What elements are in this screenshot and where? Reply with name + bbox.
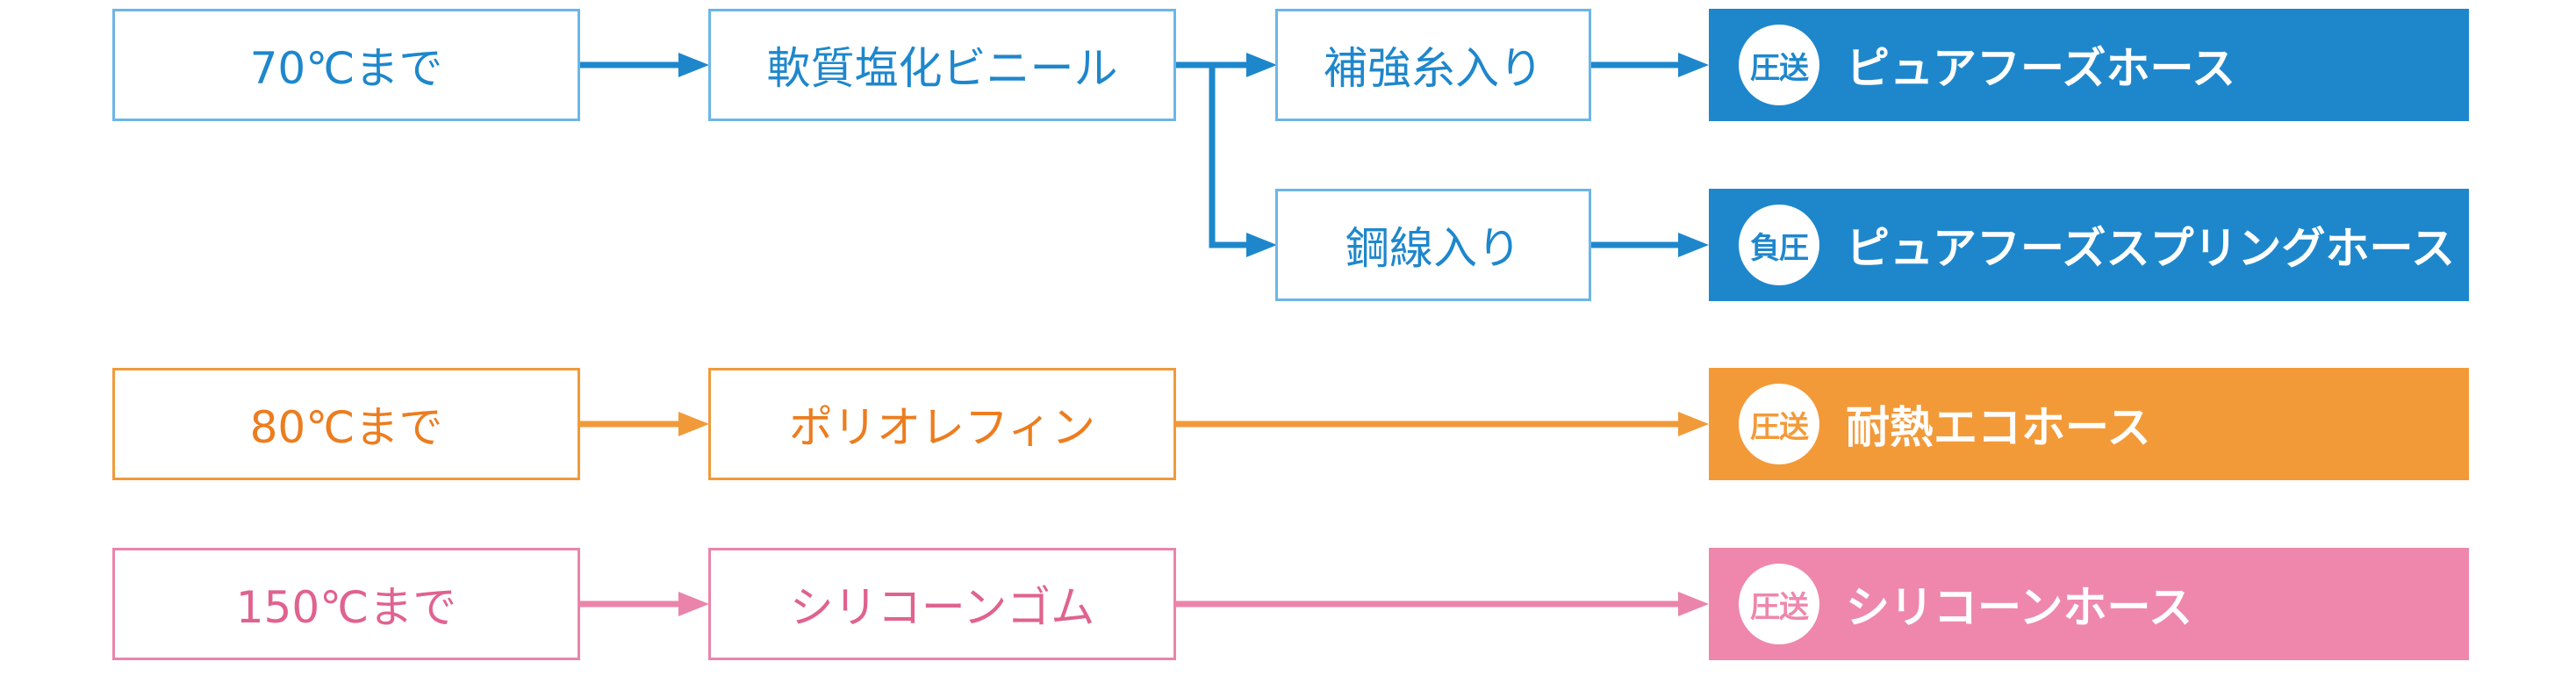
- material-label: シリコーンゴム: [789, 582, 1095, 633]
- pressure-badge: 負圧: [1739, 205, 1819, 285]
- temperature-box: 70℃まで: [112, 9, 580, 121]
- arrow-material-to-product-orange: [1176, 412, 1709, 436]
- temperature-label: 70℃まで: [249, 43, 443, 94]
- product-name: シリコーンホース: [1846, 582, 2192, 633]
- arrow-branch-top-to-product: [1591, 53, 1709, 77]
- product-box: 圧送 シリコーンホース: [1709, 548, 2469, 660]
- product-name: 耐熱エコホース: [1846, 402, 2151, 453]
- temperature-box: 80℃まで: [112, 368, 580, 480]
- material-box: シリコーンゴム: [708, 548, 1176, 660]
- temperature-label: 80℃まで: [249, 402, 443, 453]
- arrow-temp-to-material-orange: [580, 412, 709, 436]
- material-box: ポリオレフィン: [708, 368, 1176, 480]
- temperature-label: 150℃まで: [235, 582, 457, 633]
- arrow-temp-to-material-pink: [580, 592, 709, 616]
- pressure-badge: 圧送: [1739, 564, 1819, 644]
- arrow-branch-bottom-to-product: [1591, 233, 1709, 257]
- reinforcement-label: 補強糸入り: [1324, 43, 1543, 94]
- product-name: ピュアフーズホース: [1846, 43, 2235, 94]
- product-name: ピュアフーズスプリングホース: [1846, 223, 2455, 274]
- product-box: 負圧 ピュアフーズスプリングホース: [1709, 189, 2469, 301]
- pressure-badge: 圧送: [1739, 384, 1819, 464]
- reinforcement-label: 鋼線入り: [1345, 223, 1521, 274]
- material-label: ポリオレフィン: [789, 402, 1095, 453]
- reinforcement-box: 鋼線入り: [1275, 189, 1591, 301]
- arrow-material-to-branch-top: [1176, 53, 1277, 77]
- arrow-temp-to-material-blue: [580, 53, 709, 77]
- arrow-material-to-branch-bottom: [1209, 65, 1277, 257]
- product-box: 圧送 ピュアフーズホース: [1709, 9, 2469, 121]
- material-label: 軟質塩化ビニール: [766, 43, 1118, 94]
- temperature-box: 150℃まで: [112, 548, 580, 660]
- reinforcement-box: 補強糸入り: [1275, 9, 1591, 121]
- material-box: 軟質塩化ビニール: [708, 9, 1176, 121]
- arrow-material-to-product-pink: [1176, 592, 1709, 616]
- product-box: 圧送 耐熱エコホース: [1709, 368, 2469, 480]
- pressure-badge: 圧送: [1739, 25, 1819, 105]
